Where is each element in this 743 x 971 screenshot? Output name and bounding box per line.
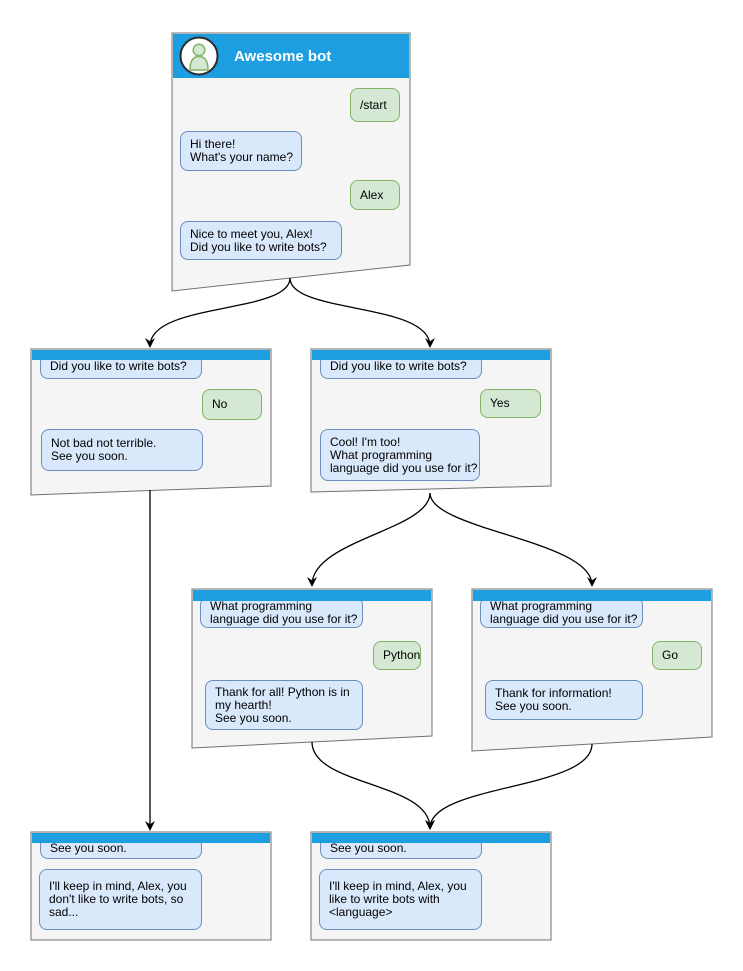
user-message-bubble: Go — [652, 641, 702, 670]
user-message-bubble: Alex — [350, 180, 400, 210]
bot-message-bubble: Thank for all! Python is in my hearth! S… — [205, 680, 363, 730]
chat-window-end-no-titlebar — [32, 833, 270, 843]
chat-window-end-yes-titlebar — [312, 833, 550, 843]
user-message-bubble: Yes — [480, 389, 541, 418]
edge-start-to-no — [145, 277, 291, 348]
bot-message-bubble: I'll keep in mind, Alex, you like to wri… — [319, 869, 482, 930]
edge-go-to-end — [425, 743, 593, 830]
chat-window-go-titlebar — [473, 590, 711, 601]
chat-window-yes-titlebar — [312, 350, 550, 360]
chat-window-main-header: Awesome bot — [173, 34, 409, 78]
edge-yes-to-python — [307, 492, 431, 587]
person-icon — [179, 36, 219, 76]
edge-python-to-end — [311, 741, 435, 830]
bot-message-bubble: Nice to meet you, Alex! Did you like to … — [180, 221, 342, 260]
bot-message-bubble: I'll keep in mind, Alex, you don't like … — [39, 869, 202, 930]
bot-message-bubble: Cool! I'm too! What programming language… — [320, 429, 480, 481]
bot-title: Awesome bot — [234, 47, 332, 65]
user-message-bubble: Python — [373, 641, 421, 670]
edge-yes-to-go — [429, 492, 597, 587]
bot-message-bubble: Hi there! What's your name? — [180, 131, 302, 171]
bot-message-bubble: Thank for information! See you soon. — [485, 680, 643, 720]
chat-window-python-titlebar — [193, 590, 431, 601]
bot-message-bubble: What programming language did you use fo… — [480, 597, 643, 628]
chat-window-no-titlebar — [32, 350, 270, 360]
user-message-bubble: /start — [350, 88, 400, 122]
bot-message-bubble: What programming language did you use fo… — [200, 597, 363, 628]
user-message-bubble: No — [202, 389, 262, 420]
bot-message-bubble: Not bad not terrible. See you soon. — [41, 429, 203, 471]
edge-start-to-yes — [289, 277, 435, 348]
